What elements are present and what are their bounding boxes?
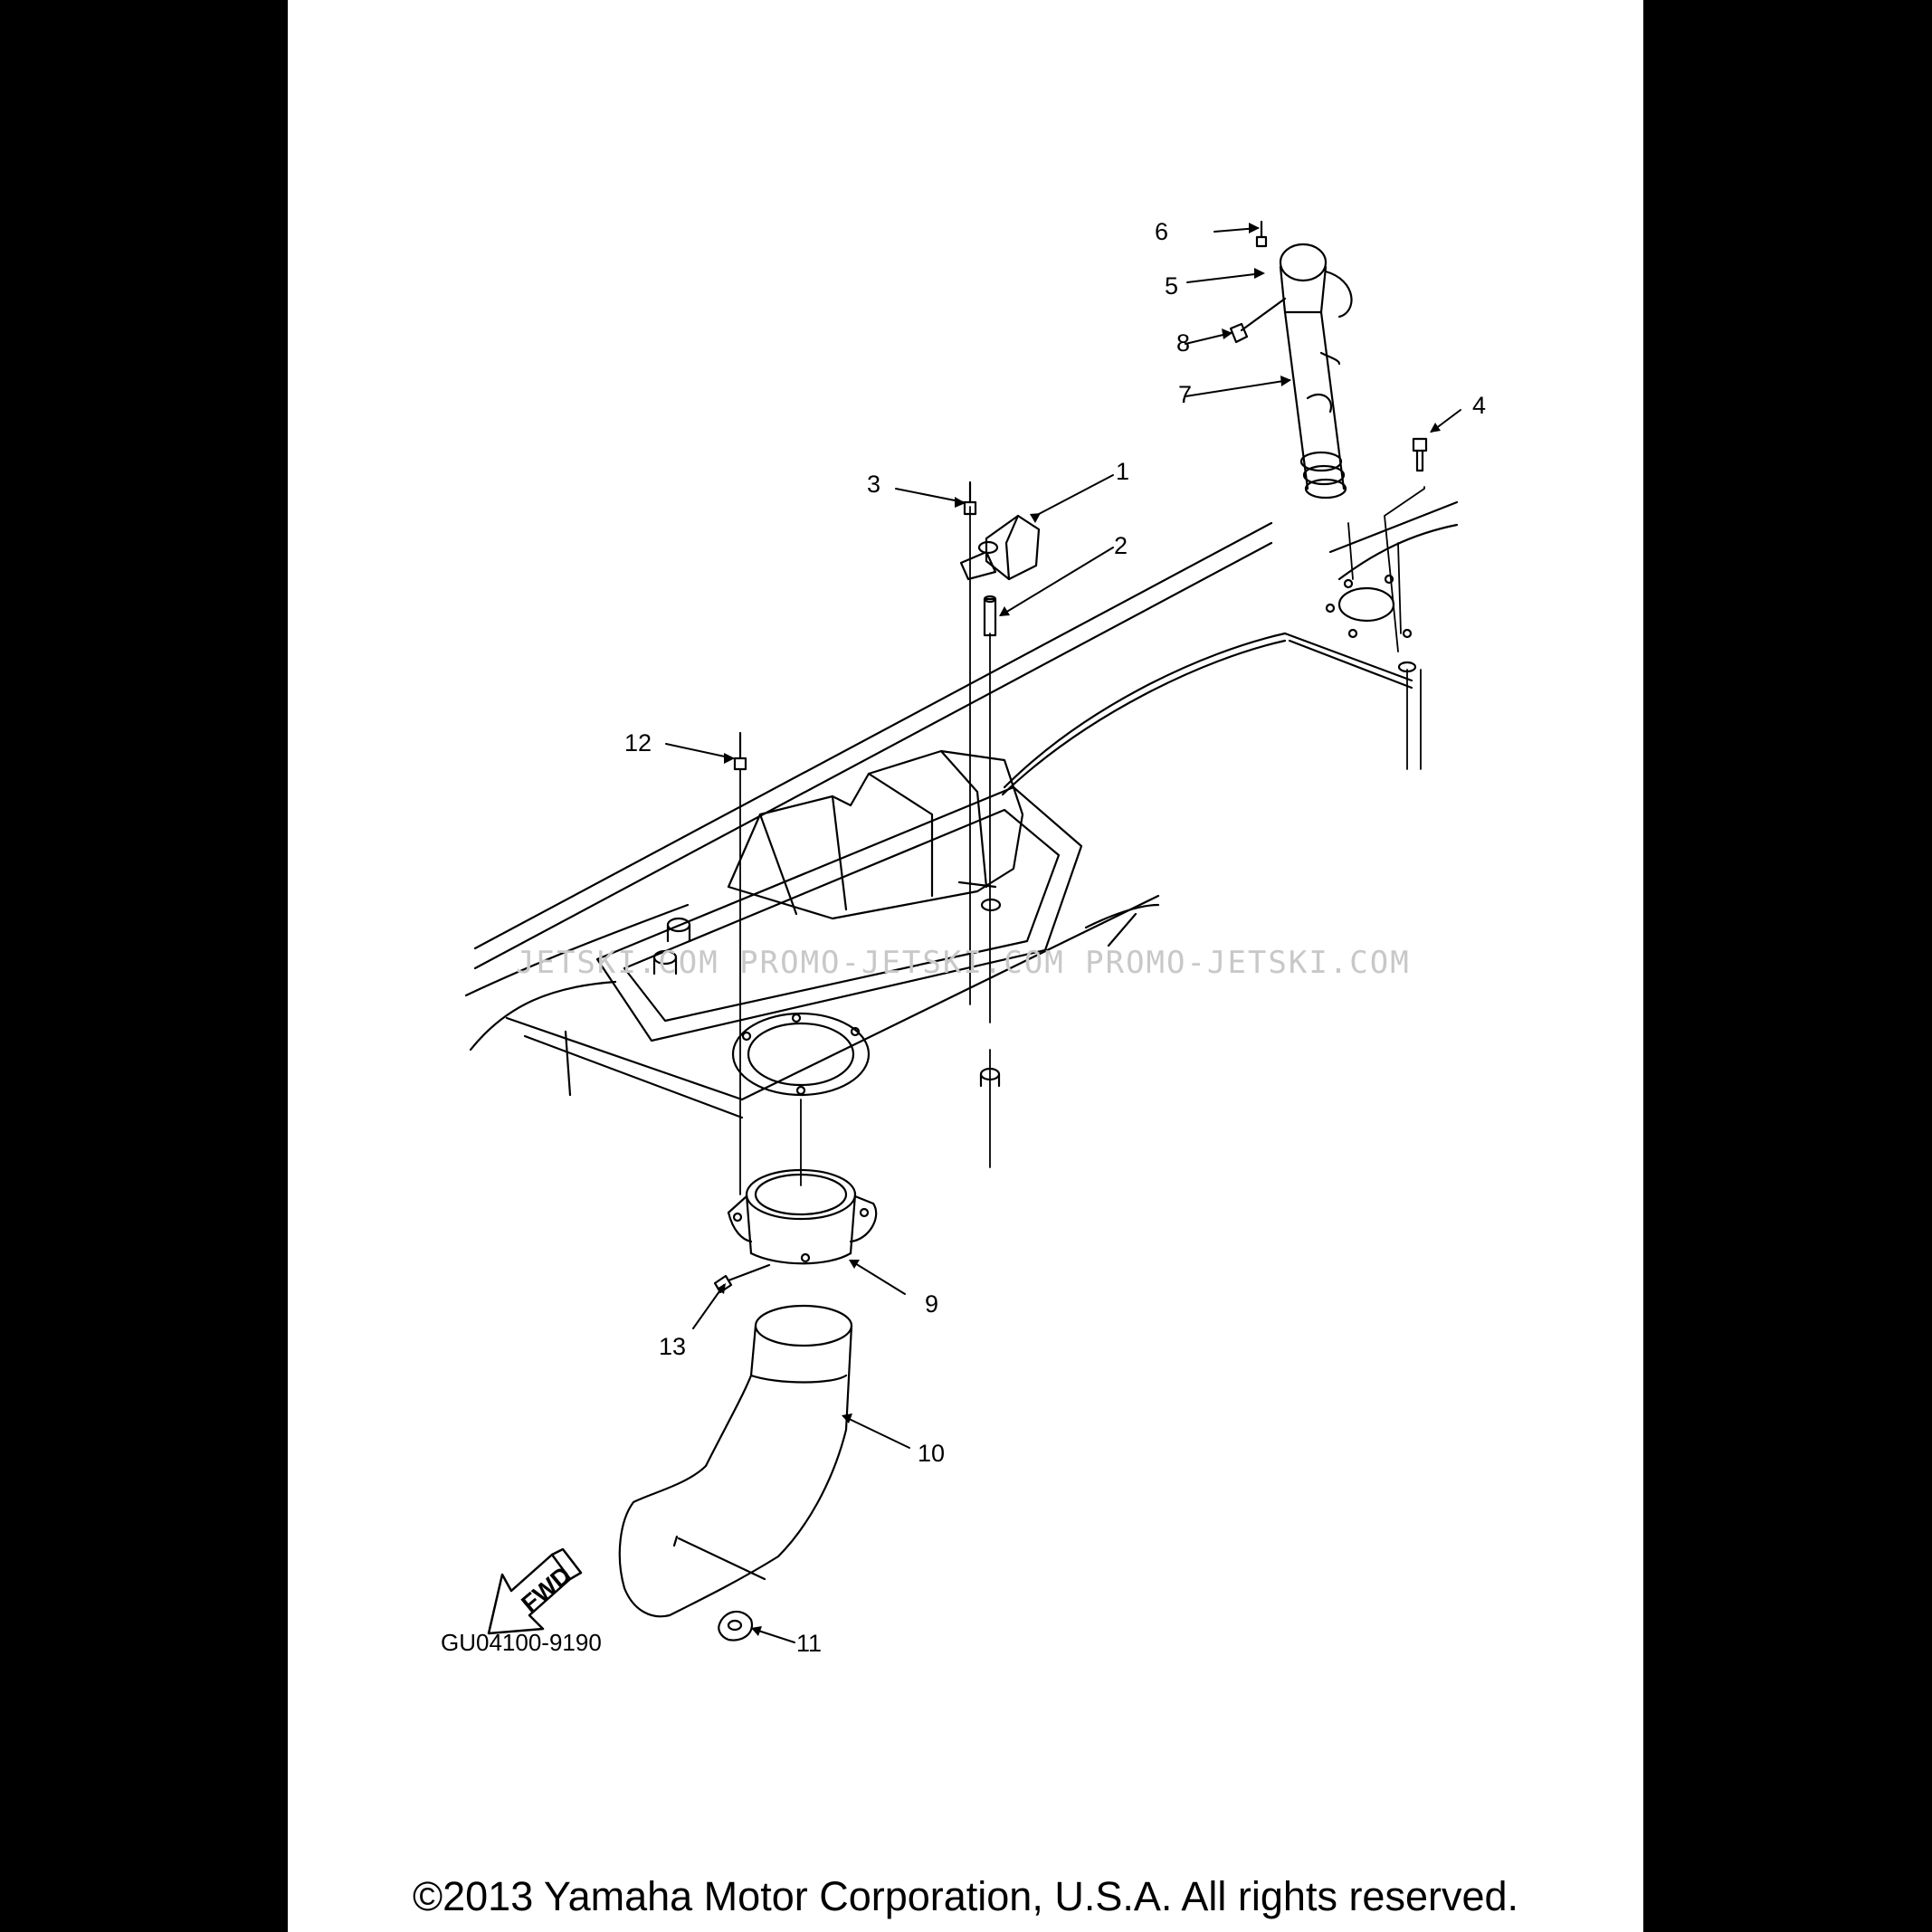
callout-11: 11 <box>796 1630 822 1657</box>
part-10-duct <box>618 1304 853 1618</box>
sheet-bottom-strip <box>288 1923 1643 1932</box>
callout-4: 4 <box>1472 392 1486 419</box>
callout-8: 8 <box>1176 329 1190 357</box>
part-7-filler-tube <box>1279 243 1353 500</box>
copyright-notice: ©2013 Yamaha Motor Corporation, U.S.A. A… <box>412 1873 1519 1919</box>
part-1-bracket <box>959 514 1041 581</box>
engine-bay-opening <box>595 785 1083 1042</box>
deck-bosses <box>652 898 1002 976</box>
callout-12: 12 <box>624 729 652 757</box>
part-2-rod <box>983 595 997 637</box>
callout-10: 10 <box>918 1440 945 1467</box>
drawing-code: GU04100-9190 <box>441 1629 602 1656</box>
leader-lines <box>665 227 1461 1643</box>
callout-1: 1 <box>1116 458 1129 485</box>
air-duct-housing <box>727 749 1024 920</box>
callout-labels: 1 2 3 4 5 6 7 8 9 10 11 12 13 <box>624 218 1486 1657</box>
callout-7: 7 <box>1178 381 1192 408</box>
callout-6: 6 <box>1155 218 1168 245</box>
callout-9: 9 <box>925 1290 938 1318</box>
hose-stubs <box>979 661 1417 1088</box>
callout-2: 2 <box>1114 532 1128 559</box>
filler-opening <box>1325 574 1413 639</box>
callout-5: 5 <box>1165 272 1178 300</box>
part-8-clip <box>1229 297 1287 344</box>
callout-3: 3 <box>867 471 880 498</box>
part-9-duct-flange <box>727 1168 878 1265</box>
part-12-screw <box>733 731 747 771</box>
part-4-screw <box>1412 437 1428 472</box>
callout-13: 13 <box>659 1333 686 1360</box>
assembly-guide-lines <box>739 486 1425 1195</box>
leader-arrowheads <box>717 223 1441 1636</box>
hull-deck <box>464 500 1459 1119</box>
part-6-screw <box>1255 220 1268 248</box>
part-3-screw <box>963 481 977 516</box>
part-11-clamp <box>718 1610 754 1642</box>
watermark-text: JETSKI.COM PROMO-JETSKI.COM PROMO-JETSKI… <box>516 945 1411 981</box>
fwd-arrow: FWD <box>487 1547 583 1635</box>
deck-intake-ring <box>731 1012 871 1097</box>
